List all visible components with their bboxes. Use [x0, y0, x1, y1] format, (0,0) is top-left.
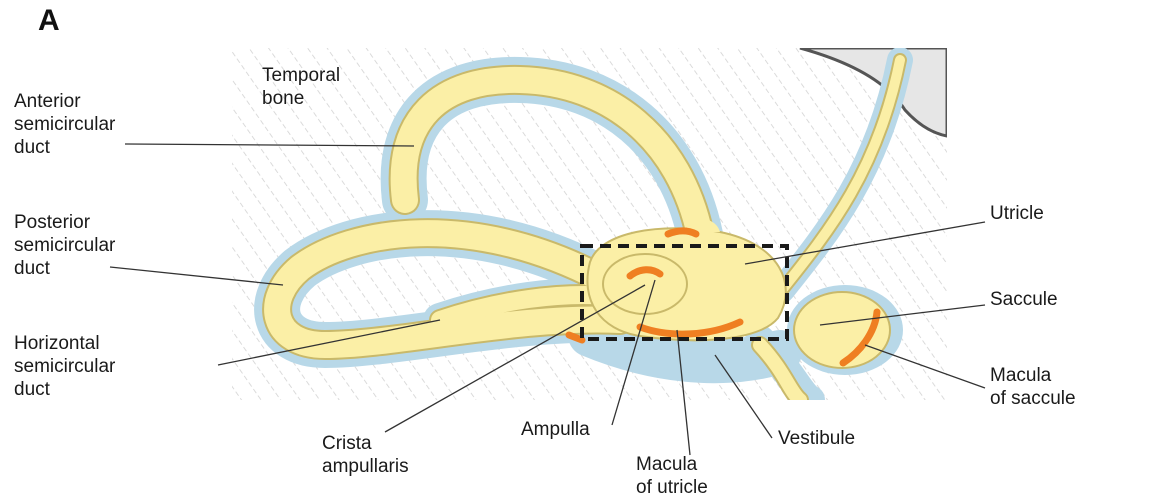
label-utricle: Utricle — [990, 202, 1044, 225]
label-vestibule: Vestibule — [778, 427, 855, 450]
ampulla-body — [603, 254, 687, 314]
label-ampulla: Ampulla — [521, 418, 590, 441]
label-saccule: Saccule — [990, 288, 1058, 311]
